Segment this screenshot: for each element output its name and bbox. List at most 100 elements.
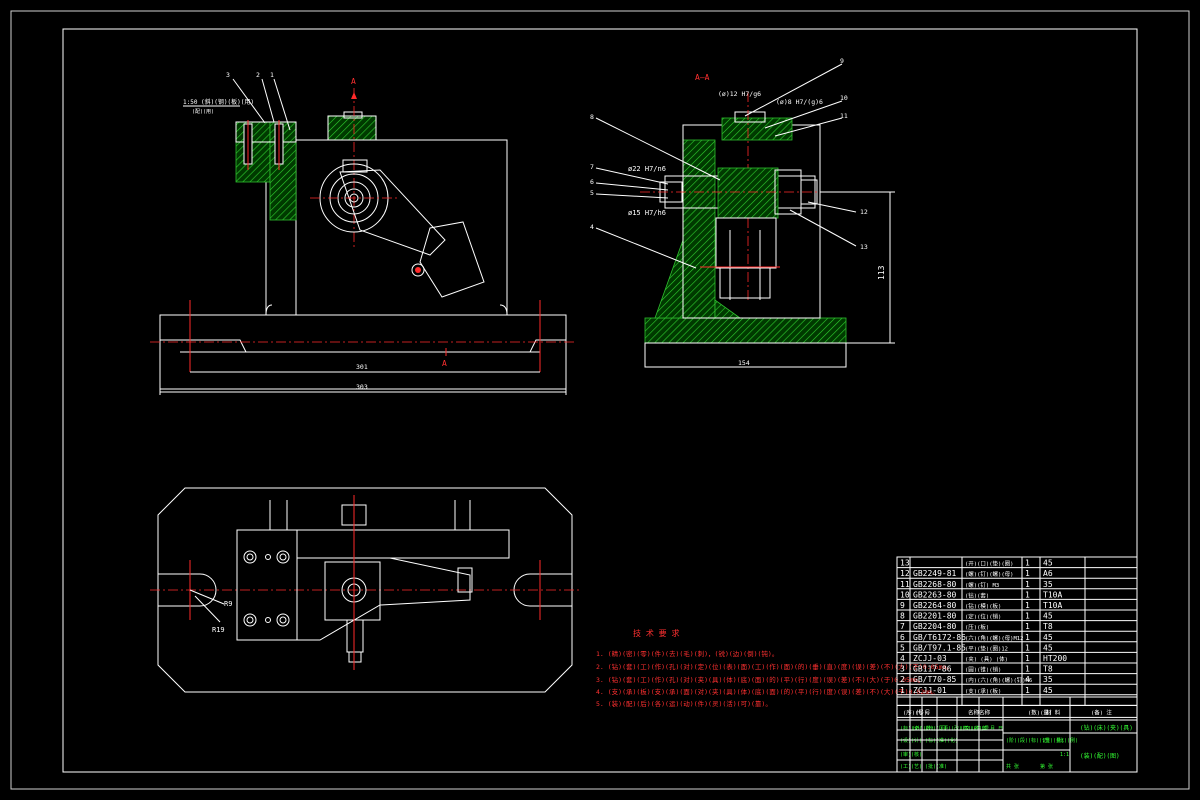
bom-cell-code: GB117-86 [913, 665, 952, 674]
bom-cell-code: GB/T70-85 [913, 675, 957, 684]
bom-cell-name: (六)(角)(螺)(母)M12 [965, 634, 1023, 642]
tech-item-5: 5. (装)(配)(后)(各)(运)(动)(件)(灵)(活)(可)(靠)。 [596, 699, 772, 708]
bom-header-code: 代 号 [916, 708, 931, 716]
bom-cell-material: 45 [1043, 612, 1053, 621]
bom-cell-material: 35 [1043, 580, 1053, 589]
dim-303: 303 [356, 383, 368, 391]
bom-cell-material: 45 [1043, 643, 1053, 652]
bom-cell-code: GB/T97.1-85 [913, 643, 966, 652]
bom-header-remark: (备) 注 [1091, 708, 1112, 716]
radius-r9: R9 [224, 600, 232, 608]
leader-1: 1 [270, 71, 274, 79]
bom-cell-qty: 1 [1025, 654, 1030, 663]
tech-item-4: 4. (支)(承)(板)(支)(承)(面)(对)(夹)(具)(体)(底)(面)(… [596, 687, 939, 696]
title-block-cell: (比)(例) [1056, 737, 1078, 744]
main-view: 3 2 1 1:50 (斜)(钢)(板)(用) (配)(用) A A 301 3… [150, 71, 575, 395]
title-block-cell: (钻)(床)(夹)(具) [1080, 724, 1133, 732]
title-block-cell: (批)(准) [925, 763, 947, 770]
bom-cell-code: GB2263-80 [913, 590, 957, 599]
leader-4: 4 [590, 223, 594, 231]
leader-6: 6 [590, 178, 594, 186]
fit-15: ø15 H7/h6 [628, 209, 666, 217]
title-block-cell: 年 月 日 [982, 725, 1003, 732]
bom-cell-name: (夹) (具) (体) [965, 655, 1008, 663]
bom-cell-code: GB2204-80 [913, 622, 957, 631]
title-block-cell: (审)(核) [900, 751, 922, 758]
leader-9: 9 [840, 57, 844, 65]
bom-cell-no: 8 [900, 612, 905, 621]
fit-8: (ø)8 H7/(g)6 [776, 98, 823, 106]
leader-11: 11 [840, 112, 848, 120]
bom-cell-no: 13 [900, 559, 910, 568]
tech-item-3: 3. (钻)(套)(工)(作)(孔)(对)(夹)(具)(体)(底)(面)(的)(… [596, 675, 924, 684]
leader-2: 2 [256, 71, 260, 79]
bom-cell-qty: 4 [1025, 675, 1030, 684]
title-block-cell: (标)(记) [900, 725, 922, 732]
leader-8: 8 [590, 113, 594, 121]
bom-cell-material: 45 [1043, 686, 1053, 695]
technical-requirements: 技 术 要 求 1. (精)(密)(零)(件)(去)(毛)(刺)，(锐)(边)(… [596, 628, 953, 708]
bom-cell-qty: 1 [1025, 633, 1030, 642]
title-block: (标)(记)(处)(数)(分)(区)(更)(改)(文)(件)号(签)(名)年 月… [896, 696, 1138, 773]
bom-cell-no: 12 [900, 569, 910, 578]
title-block-cell: (阶)(段)(标)(记) [1006, 737, 1050, 744]
bom-cell-qty: 1 [1025, 601, 1030, 610]
dim-113: 113 [877, 265, 886, 280]
section-title: A—A [695, 73, 710, 82]
bom-cell-no: 5 [900, 643, 905, 652]
bom-cell-qty: 1 [1025, 580, 1030, 589]
bom-cell-no: 10 [900, 590, 910, 599]
bom-cell-no: 3 [900, 665, 905, 674]
title-block-cell: 1:1 [1060, 752, 1069, 758]
bom-cell-material: T8 [1043, 622, 1053, 631]
section-mark-bottom: A [442, 359, 447, 368]
bom-cell-material: T10A [1043, 590, 1062, 599]
bom-cell-material: A6 [1043, 569, 1053, 578]
leader-13: 13 [860, 243, 868, 251]
bom-cell-name: (压)(板) [965, 623, 989, 631]
leader-5: 5 [590, 189, 594, 197]
bom-cell-no: 6 [900, 633, 905, 642]
tech-title: 技 术 要 求 [633, 628, 679, 638]
title-block-cell: (处)(数) [912, 725, 934, 732]
bom-cell-no: 1 [900, 686, 905, 695]
bom-cell-material: T10A [1043, 601, 1062, 610]
main-note-line1: 1:50 (斜)(钢)(板)(用) [183, 98, 254, 106]
title-block-cell: 共 张 [1006, 763, 1019, 770]
title-block-cell: (签)(名) [960, 725, 982, 732]
bom-cell-code: GB2264-80 [913, 601, 957, 610]
bom-cell-no: 4 [900, 654, 905, 663]
bom-cell-code: ZCJJ-03 [913, 654, 947, 663]
bom-cell-name: (钻)(模)(板) [965, 602, 1001, 610]
bom-cell-code: GB2201-80 [913, 612, 957, 621]
bom-cell-code: GB/T6172-86 [913, 633, 966, 642]
tech-item-1: 1. (精)(密)(零)(件)(去)(毛)(刺)，(锐)(边)(倒)(钝)。 [596, 649, 778, 658]
leader-7: 7 [590, 163, 594, 171]
bom-header-qty: (数)(量) [1028, 708, 1052, 716]
main-note-line2: (配)(用) [192, 109, 214, 115]
bom-cell-name: (开)(口)(垫)(圈) [965, 560, 1014, 568]
bom-cell-qty: 1 [1025, 643, 1030, 652]
bom-cell-code: GB2268-80 [913, 580, 957, 589]
bom-cell-no: 9 [900, 601, 905, 610]
bom-cell-qty: 1 [1025, 559, 1030, 568]
section-mark-top: A [351, 77, 356, 86]
bom-cell-material: 45 [1043, 633, 1053, 642]
bom-cell-name: (平)(垫)(圈)12 [965, 644, 1008, 652]
leader-10: 10 [840, 94, 848, 102]
fit-12: (ø)12 H7/g6 [718, 90, 761, 98]
tech-item-2: 2. (钻)(套)(工)(作)(孔)(对)(定)(位)(表)(面)(工)(作)(… [596, 662, 953, 671]
bom-cell-name: (内)(六)(角)(螺)(钉)M6 [965, 676, 1032, 684]
title-block-cell: (工)(艺) [900, 764, 922, 770]
bom-cell-no: 11 [900, 580, 910, 589]
radius-r19: R19 [212, 626, 225, 634]
bom-cell-name: (支)(承)(板) [965, 687, 1001, 695]
title-block-cell: (重)(量) [1042, 737, 1064, 744]
top-view: R9 R19 [150, 487, 580, 693]
title-block-cell: (更)(改)(文)(件)号 [940, 725, 989, 732]
bom-cell-qty: 1 [1025, 686, 1030, 695]
bom-cell-no: 7 [900, 622, 905, 631]
leader-3: 3 [226, 71, 230, 79]
